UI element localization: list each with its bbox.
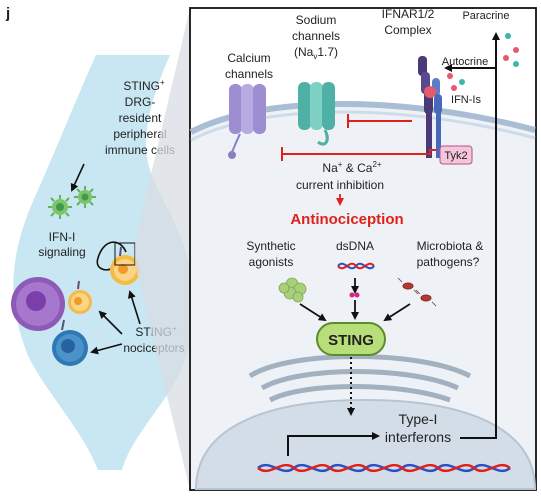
- ifn-dots: [447, 33, 519, 91]
- svg-text:STING+: STING+: [123, 78, 165, 93]
- ifnar-receptor-icon: [418, 56, 442, 158]
- neuron-cell-blue: [52, 319, 88, 366]
- nociceptor-arrow-1: [98, 310, 123, 335]
- ifnar-line1: IFNAR1/2: [382, 7, 435, 21]
- tyk2-box: [439, 145, 473, 165]
- ifn-signaling-line2: signaling: [38, 245, 85, 259]
- sting-label: STING: [328, 332, 374, 349]
- ifn-loop-arrow: [96, 241, 127, 271]
- sting-node: [316, 322, 386, 356]
- immune-label-sting: STING: [123, 79, 160, 93]
- calcium-line1: Calcium: [227, 51, 270, 65]
- nociceptor-arrow-3: [90, 343, 123, 355]
- endoplasmic-reticulum: [248, 354, 472, 403]
- inhibit-calcium-line: [282, 149, 436, 155]
- nav-open: (Na: [294, 45, 314, 59]
- immune-arrow: [70, 163, 85, 192]
- calcium-line2: channels: [225, 67, 273, 81]
- immune-label-peripheral: peripheral: [113, 127, 166, 141]
- sodium-channel-icon: [298, 82, 335, 146]
- cytoplasm: [191, 103, 535, 489]
- agonist-cluster-icon: [278, 277, 307, 303]
- microbiota-line1: Microbiota &: [417, 239, 484, 253]
- tyk2-label: Tyk2: [444, 150, 467, 162]
- synthetic-line1: Synthetic: [246, 239, 295, 253]
- dsdna-icon: [337, 262, 375, 270]
- sodium-line1: Sodium: [296, 13, 337, 27]
- microbiota-line2: pathogens?: [417, 255, 480, 269]
- microbe-arrow: [383, 303, 411, 322]
- nociceptor-arrow-2: [127, 290, 141, 325]
- promoter-arrow: [287, 432, 380, 456]
- immune-label-drg: DRG-: [125, 95, 156, 109]
- nav-close: 1.7): [317, 45, 338, 59]
- interferon-export-arrow: [460, 32, 500, 439]
- dna-helix-icon: [257, 463, 511, 473]
- agonist-arrow: [299, 303, 327, 322]
- typei-line2: interferons: [385, 429, 451, 445]
- sodium-line2: channels: [292, 29, 340, 43]
- panel-letter: j: [5, 5, 10, 22]
- drg-ganglion: [13, 55, 194, 470]
- ifn-signaling-line1: IFN-I: [49, 230, 76, 244]
- neuron-cell-purple: [11, 277, 65, 331]
- autocrine-label: Autocrine: [442, 56, 488, 68]
- antinociception-label: Antinociception: [290, 211, 403, 228]
- current-plus: +: [338, 160, 343, 169]
- microbe-icon: [397, 277, 437, 307]
- immune-cells-icon: [48, 186, 96, 219]
- current-twoplus: 2+: [372, 160, 381, 169]
- neuron-cell-yellow-small: [68, 280, 92, 314]
- typei-line1: Type-I: [399, 411, 438, 427]
- paracrine-label: Paracrine: [462, 10, 509, 22]
- current-inhibition-label: current inhibition: [296, 178, 384, 192]
- ifnar-line2: Complex: [384, 23, 431, 37]
- dsdna-label: dsDNA: [336, 239, 374, 253]
- immune-label-resident: resident: [119, 111, 162, 125]
- nav-sub: v: [313, 52, 317, 61]
- current-and-ca: & Ca: [342, 161, 372, 175]
- ifn-is-label: IFN-Is: [451, 94, 481, 106]
- immune-label-plus: +: [160, 78, 165, 87]
- svg-text:Na+ & Ca2+: Na+ & Ca2+: [322, 160, 381, 175]
- svg-text:(Nav1.7): (Nav1.7): [294, 45, 338, 61]
- synthetic-line2: agonists: [249, 255, 294, 269]
- zoom-funnel: [135, 8, 190, 490]
- calcium-channel-icon: [228, 84, 266, 159]
- current-na: Na: [322, 161, 338, 175]
- cell-membrane: [189, 100, 536, 135]
